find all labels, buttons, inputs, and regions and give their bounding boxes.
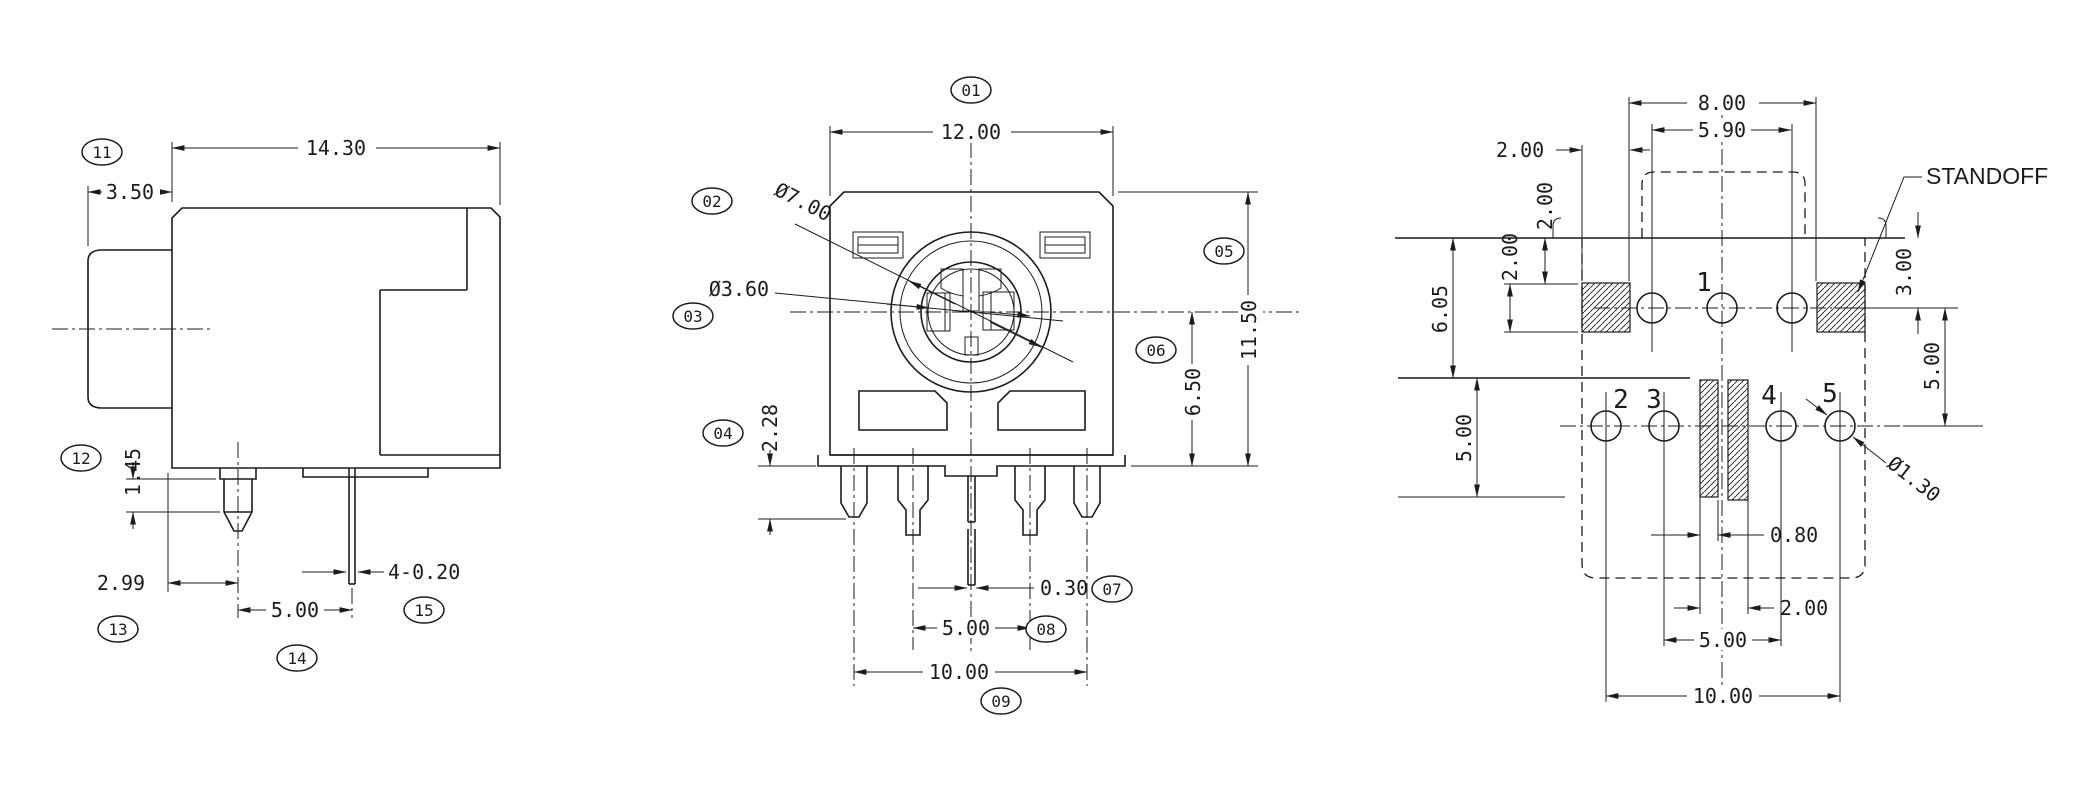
balloon-06: 06 <box>1135 336 1177 364</box>
balloon-14: 14 <box>276 644 318 672</box>
dim-standoff-height: 2.00 <box>1498 233 1522 281</box>
dim-pin-shoulder: 1.45 <box>121 448 145 496</box>
svg-text:08: 08 <box>1036 620 1055 639</box>
dim-pin-pitch: 5.00 <box>942 616 990 640</box>
dim-standoff-span: 8.00 <box>1698 91 1746 115</box>
dim-flat-pins: 4-0.20 <box>388 560 460 584</box>
dim-slot-width: 0.80 <box>1770 523 1818 547</box>
balloon-05: 05 <box>1203 237 1245 265</box>
svg-text:15: 15 <box>414 601 433 620</box>
balloon-13: 13 <box>97 615 139 643</box>
dim-barrel-dia: Ø7.00 <box>771 177 836 226</box>
dim-row2-span: 10.00 <box>1693 684 1753 708</box>
dim-slot-pair-width: 2.00 <box>1780 596 1828 620</box>
dim-axis-height: 6.50 <box>1181 368 1205 416</box>
svg-text:07: 07 <box>1102 580 1121 599</box>
dim-body-width: 12.00 <box>941 120 1001 144</box>
dim-peg-length: 2.28 <box>758 404 782 452</box>
side-view: 14.30 3.50 1.45 2.99 5.00 4-0.20 11 12 <box>52 136 501 672</box>
dim-row1-offset: 3.00 <box>1892 248 1916 296</box>
svg-text:05: 05 <box>1214 242 1233 261</box>
side-body-outline <box>171 207 501 469</box>
hole-label-5: 5 <box>1822 379 1838 409</box>
balloon-07: 07 <box>1091 575 1133 603</box>
hole-label-1: 1 <box>1696 268 1712 298</box>
dim-edge-offset: 2.00 <box>1533 182 1557 230</box>
balloon-04: 04 <box>702 419 744 447</box>
hole-label-4: 4 <box>1761 381 1777 411</box>
dim-top-hole-span: 5.90 <box>1698 118 1746 142</box>
slot-right <box>1727 379 1749 501</box>
balloon-15: 15 <box>403 596 445 624</box>
balloon-01: 01 <box>950 76 992 104</box>
dim-body-depth: 6.05 <box>1428 285 1452 333</box>
svg-text:14: 14 <box>287 649 306 668</box>
footprint-view: 1 2 3 4 5 8.00 5.90 2.00 2.00 2.00 6.05 … <box>1395 91 2048 708</box>
dim-pin-offset: 2.99 <box>97 571 145 595</box>
hole-label-2: 2 <box>1613 385 1629 415</box>
svg-text:09: 09 <box>991 692 1010 711</box>
balloon-12: 12 <box>60 444 102 472</box>
dim-hole-dia: Ø1.30 <box>1883 451 1945 507</box>
balloon-08: 08 <box>1025 615 1067 643</box>
svg-text:01: 01 <box>961 81 980 100</box>
dim-pin-span: 10.00 <box>929 660 989 684</box>
dim-bushing-length: 3.50 <box>106 180 154 204</box>
dim-body-height: 11.50 <box>1237 300 1261 360</box>
dim-bore-dia: Ø3.60 <box>709 277 769 301</box>
balloon-09: 09 <box>980 687 1022 715</box>
hole-label-3: 3 <box>1646 385 1662 415</box>
dim-pin-thickness: 0.30 <box>1040 576 1088 600</box>
dim-slot-length: 5.00 <box>1452 414 1476 462</box>
barrel-hidden-outline <box>1641 171 1806 238</box>
dim-row-spacing: 5.00 <box>1920 342 1944 390</box>
svg-text:02: 02 <box>702 192 721 211</box>
svg-text:13: 13 <box>108 620 127 639</box>
dim-body-length: 14.30 <box>306 136 366 160</box>
dim-pin-spacing: 5.00 <box>271 598 319 622</box>
standoff-label: STANDOFF <box>1926 163 2048 189</box>
balloon-11: 11 <box>81 138 123 166</box>
front-view: 12.00 Ø7.00 Ø3.60 2.28 11.50 6.50 0.30 5… <box>672 76 1302 715</box>
svg-text:04: 04 <box>713 424 732 443</box>
balloon-02: 02 <box>691 187 733 215</box>
dim-standoff-width: 2.00 <box>1496 138 1544 162</box>
svg-text:06: 06 <box>1146 341 1165 360</box>
svg-text:03: 03 <box>683 307 702 326</box>
svg-text:12: 12 <box>71 449 90 468</box>
slot-left <box>1699 379 1719 498</box>
balloon-03: 03 <box>672 302 714 330</box>
dim-row2-pitch: 5.00 <box>1699 628 1747 652</box>
svg-text:11: 11 <box>92 143 111 162</box>
